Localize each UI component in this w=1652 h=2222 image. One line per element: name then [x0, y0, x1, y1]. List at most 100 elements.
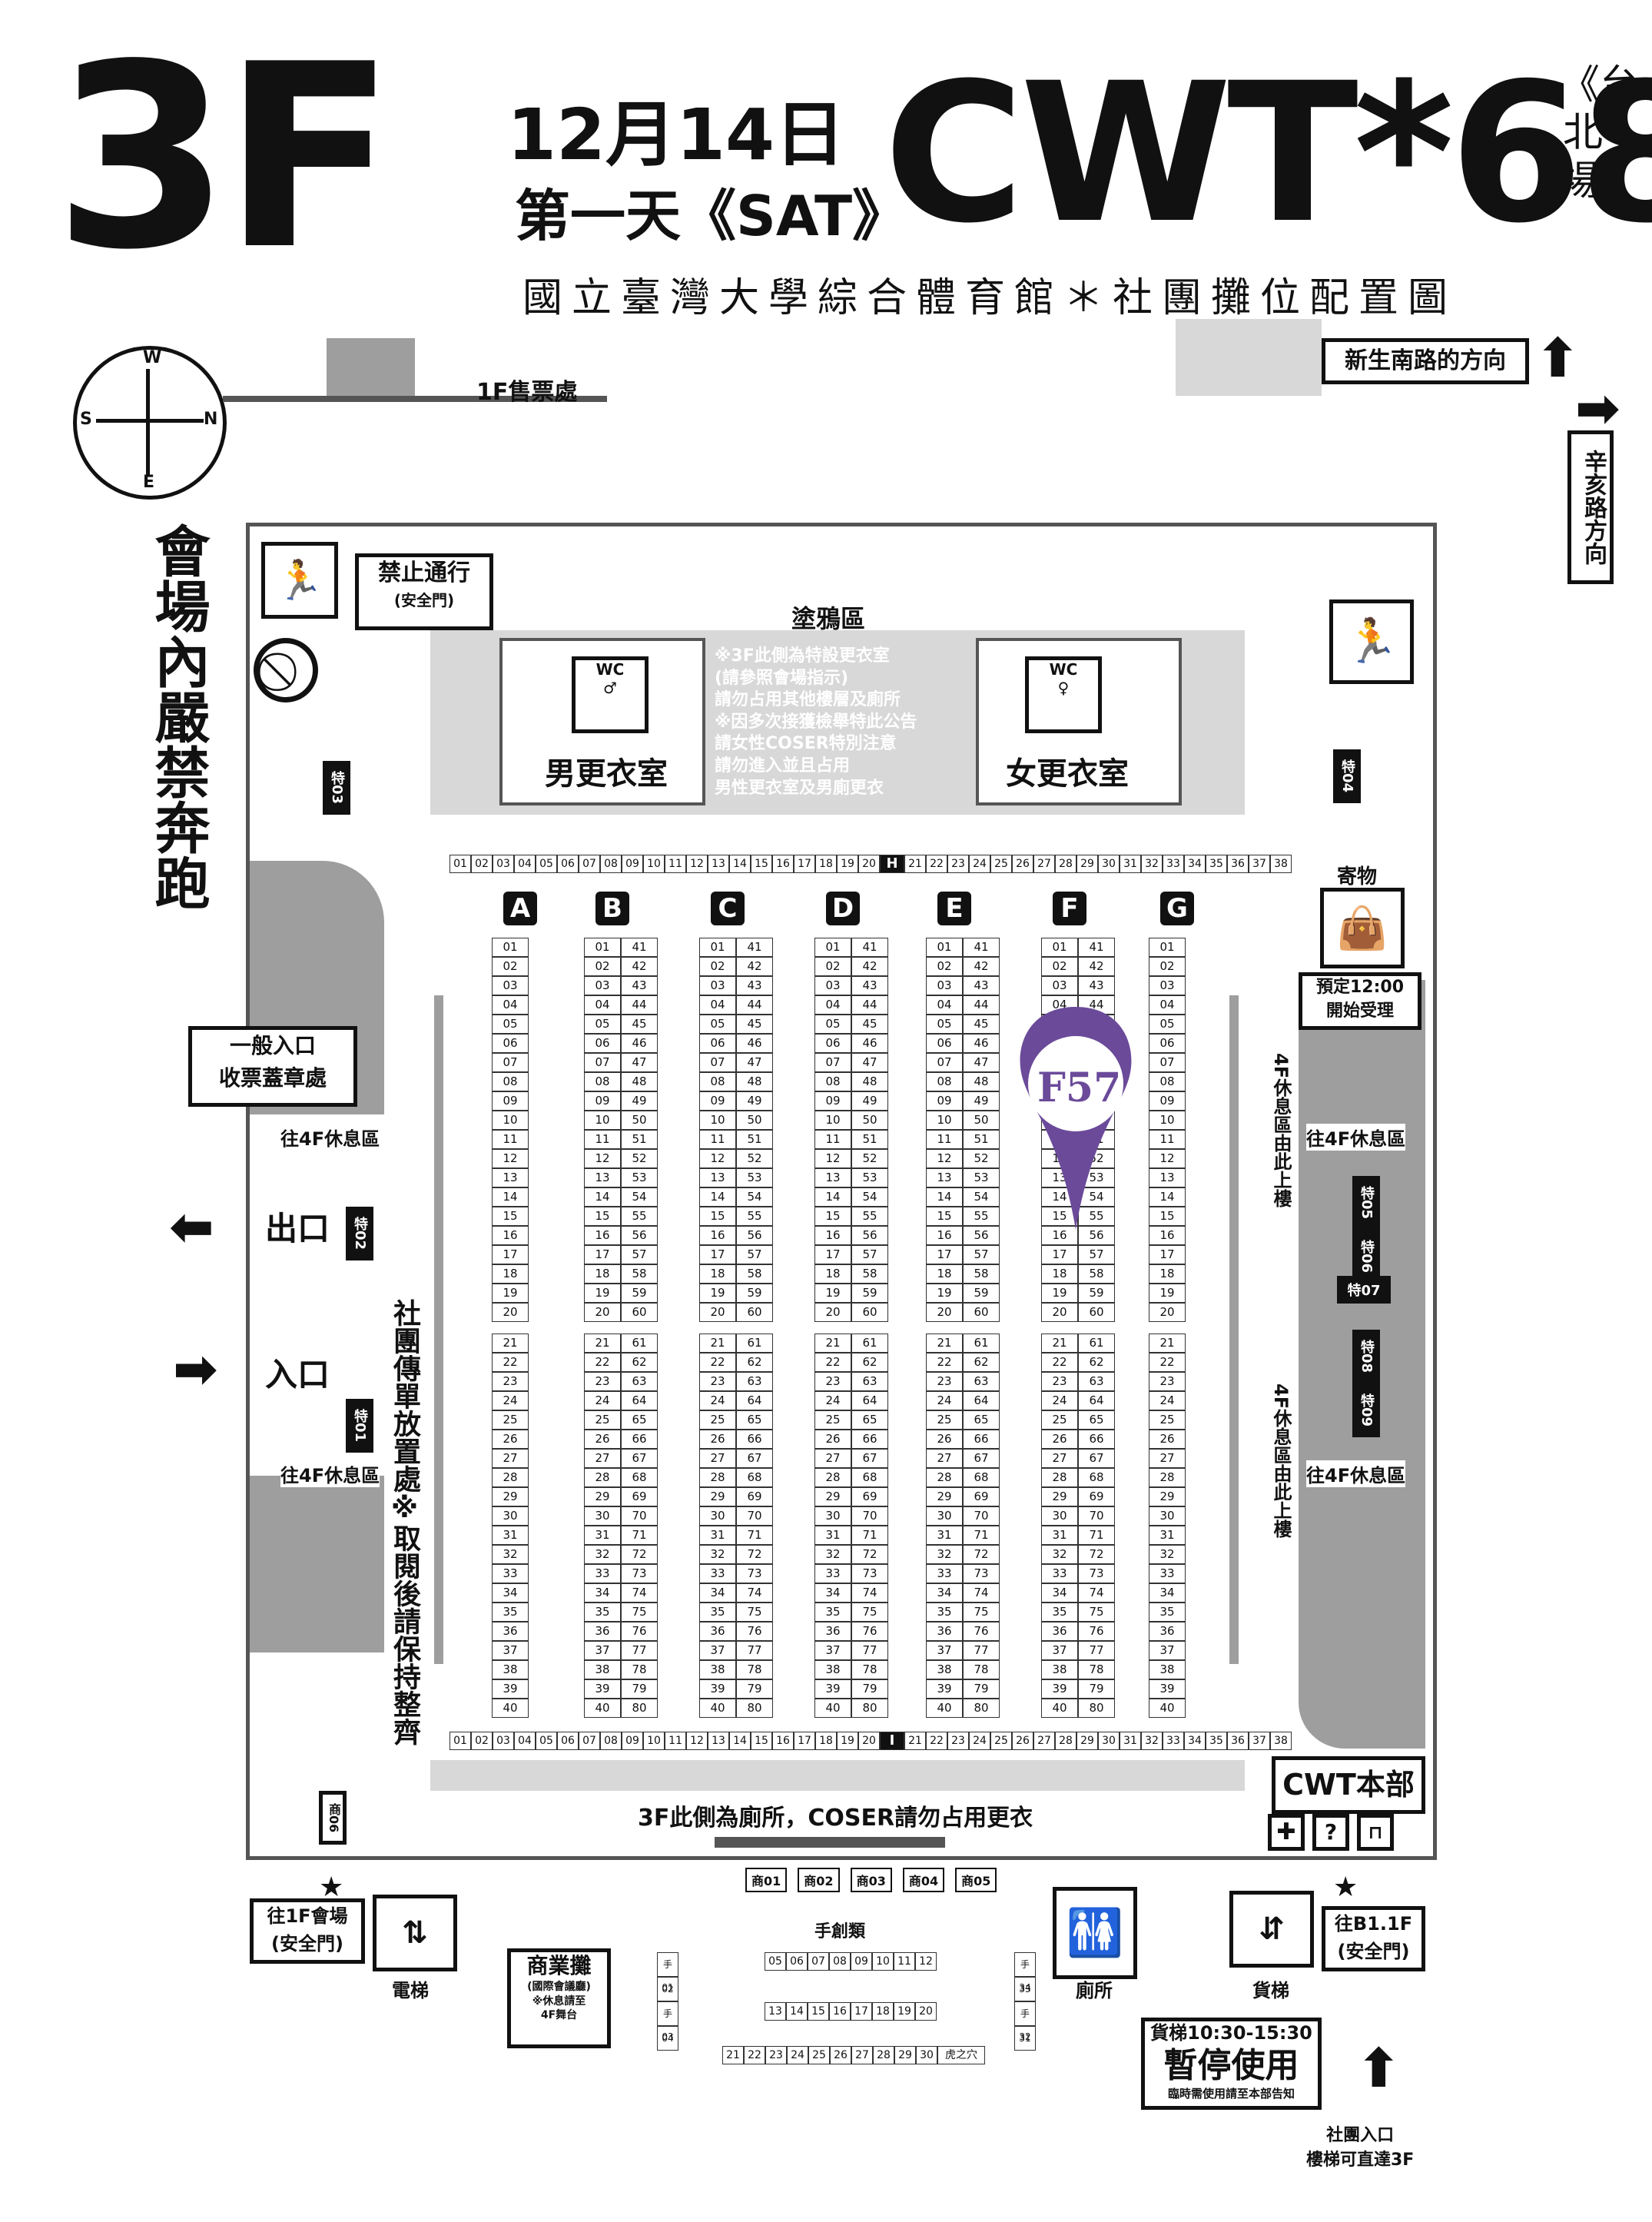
booth[interactable]: 73: [963, 1564, 1000, 1583]
booth[interactable]: 56: [1078, 1226, 1115, 1245]
booth[interactable]: 67: [851, 1449, 888, 1468]
booth[interactable]: 07: [814, 1053, 851, 1072]
booth[interactable]: 72: [851, 1545, 888, 1564]
booth[interactable]: 18: [492, 1264, 529, 1284]
booth[interactable]: 74: [736, 1583, 773, 1603]
booth[interactable]: 19: [699, 1284, 736, 1303]
booth[interactable]: 65: [1078, 1410, 1115, 1430]
booth[interactable]: 32: [492, 1545, 529, 1564]
handmade-booth[interactable]: 30: [916, 2046, 937, 2064]
booth[interactable]: 11: [584, 1130, 621, 1149]
handmade-booth[interactable]: 18: [872, 2002, 894, 2021]
booth[interactable]: 05: [1149, 1015, 1186, 1034]
booth[interactable]: 66: [736, 1430, 773, 1449]
booth[interactable]: 04: [584, 995, 621, 1015]
special-03[interactable]: 特03: [323, 761, 350, 815]
booth[interactable]: 37: [926, 1641, 963, 1660]
booth[interactable]: 19: [926, 1284, 963, 1303]
booth[interactable]: 22: [492, 1353, 529, 1372]
booth[interactable]: 10: [926, 1111, 963, 1130]
booth[interactable]: 15: [751, 1732, 772, 1750]
booth[interactable]: 13: [492, 1168, 529, 1187]
handmade-booth[interactable]: 手34: [1014, 1952, 1036, 1993]
booth[interactable]: 31: [584, 1526, 621, 1545]
booth[interactable]: 23: [584, 1372, 621, 1391]
booth[interactable]: 63: [851, 1372, 888, 1391]
booth[interactable]: 13: [708, 855, 729, 873]
booth[interactable]: 06: [814, 1034, 851, 1053]
booth[interactable]: 75: [736, 1603, 773, 1622]
booth[interactable]: 57: [621, 1245, 658, 1264]
booth[interactable]: 55: [851, 1207, 888, 1226]
booth[interactable]: 76: [736, 1622, 773, 1641]
booth[interactable]: 27: [814, 1449, 851, 1468]
booth[interactable]: 55: [736, 1207, 773, 1226]
booth[interactable]: 67: [736, 1449, 773, 1468]
booth[interactable]: 36: [1149, 1622, 1186, 1641]
booth[interactable]: 65: [621, 1410, 658, 1430]
booth[interactable]: 13: [708, 1732, 729, 1750]
booth[interactable]: 35: [492, 1603, 529, 1622]
booth[interactable]: 52: [851, 1149, 888, 1168]
commerce-booth[interactable]: 商02: [798, 1868, 840, 1892]
booth[interactable]: 14: [729, 855, 751, 873]
booth[interactable]: 72: [963, 1545, 1000, 1564]
booth[interactable]: 18: [815, 855, 837, 873]
booth[interactable]: 18: [815, 1732, 837, 1750]
commerce-06[interactable]: 商06: [319, 1791, 347, 1845]
booth[interactable]: 64: [851, 1391, 888, 1410]
booth[interactable]: 33: [584, 1564, 621, 1583]
booth[interactable]: 40: [584, 1699, 621, 1718]
booth[interactable]: 31: [1120, 855, 1141, 873]
booth[interactable]: 79: [736, 1679, 773, 1699]
booth[interactable]: 63: [1078, 1372, 1115, 1391]
handmade-booth[interactable]: 10: [872, 1952, 894, 1971]
booth[interactable]: 31: [926, 1526, 963, 1545]
booth[interactable]: 48: [963, 1072, 1000, 1091]
booth[interactable]: 14: [926, 1187, 963, 1207]
booth[interactable]: 16: [584, 1226, 621, 1245]
booth[interactable]: 45: [963, 1015, 1000, 1034]
handmade-booth[interactable]: 23: [765, 2046, 787, 2064]
booth[interactable]: 23: [926, 1372, 963, 1391]
booth[interactable]: 52: [736, 1149, 773, 1168]
booth[interactable]: 78: [736, 1660, 773, 1679]
handmade-booth[interactable]: 19: [894, 2002, 915, 2021]
booth[interactable]: 20: [699, 1303, 736, 1322]
booth[interactable]: 15: [814, 1207, 851, 1226]
booth[interactable]: 37: [1249, 1732, 1270, 1750]
handmade-booth[interactable]: 08: [829, 1952, 851, 1971]
booth[interactable]: 39: [699, 1679, 736, 1699]
booth[interactable]: 23: [492, 1372, 529, 1391]
booth[interactable]: 41: [621, 938, 658, 957]
booth[interactable]: 56: [963, 1226, 1000, 1245]
booth[interactable]: 34: [1041, 1583, 1078, 1603]
booth[interactable]: 53: [963, 1168, 1000, 1187]
booth[interactable]: 27: [584, 1449, 621, 1468]
booth[interactable]: 46: [851, 1034, 888, 1053]
booth[interactable]: 71: [963, 1526, 1000, 1545]
booth[interactable]: 25: [990, 1732, 1012, 1750]
handmade-booth[interactable]: 07: [808, 1952, 829, 1971]
booth[interactable]: 31: [1120, 1732, 1141, 1750]
handmade-booth[interactable]: 04: [657, 2026, 678, 2051]
booth[interactable]: 07: [584, 1053, 621, 1072]
booth[interactable]: 25: [584, 1410, 621, 1430]
booth[interactable]: 44: [851, 995, 888, 1015]
booth[interactable]: 10: [643, 855, 665, 873]
handmade-booth[interactable]: 16: [829, 2002, 851, 2021]
special-04[interactable]: 特04: [1333, 749, 1361, 803]
booth[interactable]: 55: [1078, 1207, 1115, 1226]
booth[interactable]: 09: [699, 1091, 736, 1111]
booth[interactable]: 48: [851, 1072, 888, 1091]
booth[interactable]: 03: [492, 976, 529, 995]
booth[interactable]: 03: [699, 976, 736, 995]
booth[interactable]: 40: [1149, 1699, 1186, 1718]
special-01[interactable]: 特01: [346, 1399, 373, 1453]
booth[interactable]: 80: [621, 1699, 658, 1718]
booth[interactable]: 59: [851, 1284, 888, 1303]
booth[interactable]: 02: [1149, 957, 1186, 976]
booth[interactable]: 37: [1249, 855, 1270, 873]
booth[interactable]: 39: [926, 1679, 963, 1699]
handmade-booth[interactable]: 27: [851, 2046, 873, 2064]
